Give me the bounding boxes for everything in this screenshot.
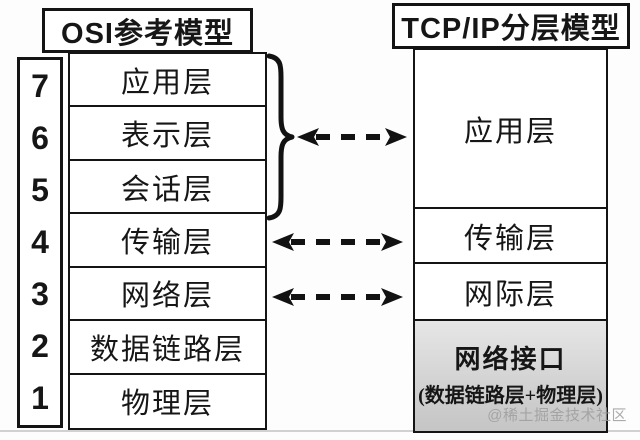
osi-layer-transport: 传输层 — [70, 214, 265, 268]
osi-layer-number-column: 7 6 5 4 3 2 1 — [17, 57, 63, 428]
osi-layer-number-6: 6 — [31, 119, 49, 156]
osi-layer-application: 应用层 — [70, 54, 265, 108]
osi-layer-number-7: 7 — [31, 67, 49, 104]
osi-layer-number-5: 5 — [31, 171, 49, 208]
dashed-double-arrow-transport-icon — [272, 233, 403, 251]
tcpip-layer-stack: 应用层 传输层 网际层 网络接口 (数据链路层+物理层) — [413, 48, 608, 433]
network-interface-sublabel: (数据链路层+物理层) — [418, 384, 603, 407]
osi-model-title: OSI参考模型 — [42, 8, 253, 53]
image-bottom-edge — [0, 430, 640, 432]
osi-layer-network: 网络层 — [70, 268, 265, 322]
osi-layer-session: 会话层 — [70, 161, 265, 215]
osi-layer-number-2: 2 — [31, 328, 49, 365]
osi-layer-physical: 物理层 — [120, 388, 214, 421]
watermark: @稀土掘金技术社区 — [487, 407, 627, 424]
tcpip-layer-application: 应用层 — [415, 50, 606, 209]
tcpip-layer-transport: 传输层 — [415, 209, 606, 264]
osi-layer-presentation: 表示层 — [70, 107, 265, 161]
osi-layer-number-3: 3 — [31, 276, 49, 313]
osi-layer-number-4: 4 — [31, 223, 49, 260]
osi-layer-stack: 应用层 表示层 会话层 传输层 网络层 数据链路层 物理层 — [68, 52, 267, 430]
tcpip-model-title: TCP/IP分层模型 — [392, 3, 630, 49]
tcpip-layer-network-interface: 网络接口 (数据链路层+物理层) — [415, 321, 606, 431]
osi-layer-datalink: 数据链路层 — [70, 321, 265, 375]
osi-layer-number-1: 1 — [31, 380, 49, 417]
network-interface-label: 网络接口 — [454, 344, 567, 374]
tcpip-layer-internet: 网际层 — [415, 264, 606, 321]
dashed-double-arrow-upper-icon — [297, 128, 407, 146]
dashed-double-arrow-network-icon — [272, 288, 403, 306]
brace-icon — [266, 53, 295, 221]
